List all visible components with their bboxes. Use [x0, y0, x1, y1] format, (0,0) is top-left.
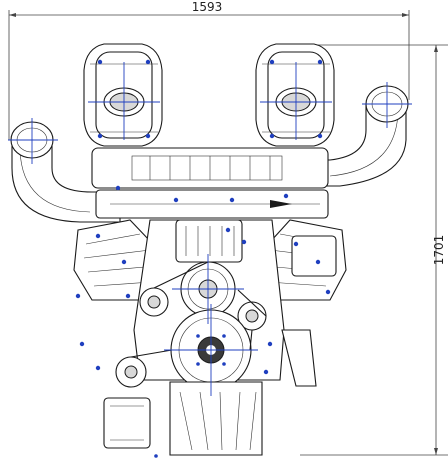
- drive-belt: [130, 261, 267, 358]
- left-idler-pulley: [139, 287, 169, 317]
- width-dimension-label: 1593: [192, 0, 223, 14]
- right-idler-pulley: [237, 301, 267, 331]
- height-dimension: 1701: [300, 44, 448, 456]
- left-turbocharger: [83, 43, 163, 147]
- height-dimension-label: 1701: [432, 235, 446, 266]
- intake-manifold: [91, 147, 329, 219]
- centerlines: [8, 62, 412, 396]
- fastener-markers: [75, 59, 331, 458]
- right-turbocharger: [255, 43, 335, 147]
- lower-left-pulley: [115, 356, 147, 388]
- width-dimension: 1593: [8, 0, 410, 140]
- oil-pan: [103, 381, 263, 456]
- engine-mount-right: [281, 329, 317, 387]
